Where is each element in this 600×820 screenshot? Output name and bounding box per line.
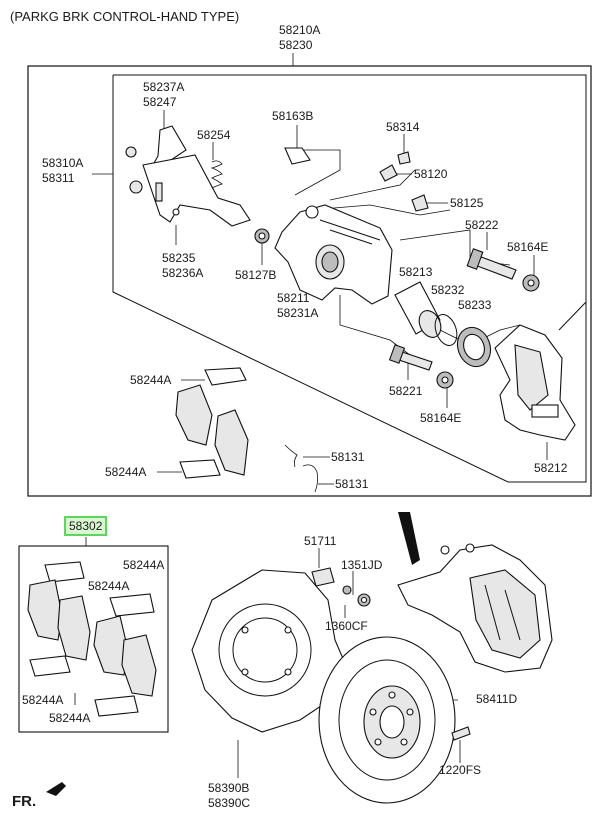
label-58164E-top: 58164E: [507, 240, 549, 254]
inner-frame: [113, 74, 587, 331]
front-arrow-icon: [46, 782, 66, 796]
label-58254: 58254: [197, 128, 231, 142]
label-58127B: 58127B: [235, 268, 277, 282]
label-58232: 58232: [431, 283, 465, 297]
label-58212: 58212: [534, 461, 568, 475]
label-58221: 58221: [389, 384, 423, 398]
label-1351JD: 1351JD: [341, 558, 383, 572]
label-58131-1: 58131: [331, 450, 365, 464]
front-label: FR.: [12, 793, 37, 810]
label-58244A-1: 58244A: [130, 373, 172, 387]
label-58314: 58314: [386, 120, 420, 134]
label-58120: 58120: [414, 167, 448, 181]
label-58163B: 58163B: [272, 109, 314, 123]
pad-kit-code[interactable]: 58302: [64, 516, 108, 536]
carrier-bracket: [494, 324, 576, 441]
label-58411D: 58411D: [476, 692, 518, 706]
label-58125: 58125: [450, 196, 484, 210]
label-58233: 58233: [458, 298, 492, 312]
label-58131-2: 58131: [335, 477, 369, 491]
mounting-bolts: [311, 567, 371, 607]
label-58244A-5: 58244A: [22, 693, 64, 707]
pad-kit-frame: [18, 545, 169, 733]
label-58244A-6: 58244A: [49, 711, 91, 725]
pad-kit-parts: [27, 561, 157, 717]
label-51711: 51711: [304, 534, 337, 548]
brake-pads-upper: [175, 367, 319, 493]
label-58164E-bottom: 58164E: [420, 411, 462, 425]
label-1220FS: 1220FS: [439, 763, 482, 777]
caliper-body: [274, 147, 429, 305]
label-58244A-2: 58244A: [105, 465, 147, 479]
label-58222: 58222: [465, 218, 499, 232]
label-58244A-4: 58244A: [88, 579, 130, 593]
label-58244A-3: 58244A: [123, 558, 165, 572]
piston-assembly: [388, 248, 540, 389]
page-title: (PARKG BRK CONTROL-HAND TYPE): [10, 9, 240, 24]
label-1360CF: 1360CF: [325, 619, 368, 633]
parking-brake-lever: [125, 125, 270, 244]
caliper-frame: [27, 65, 592, 497]
caliper-installed: [397, 512, 553, 673]
label-58213: 58213: [399, 265, 433, 279]
brake-disc: [318, 636, 471, 804]
